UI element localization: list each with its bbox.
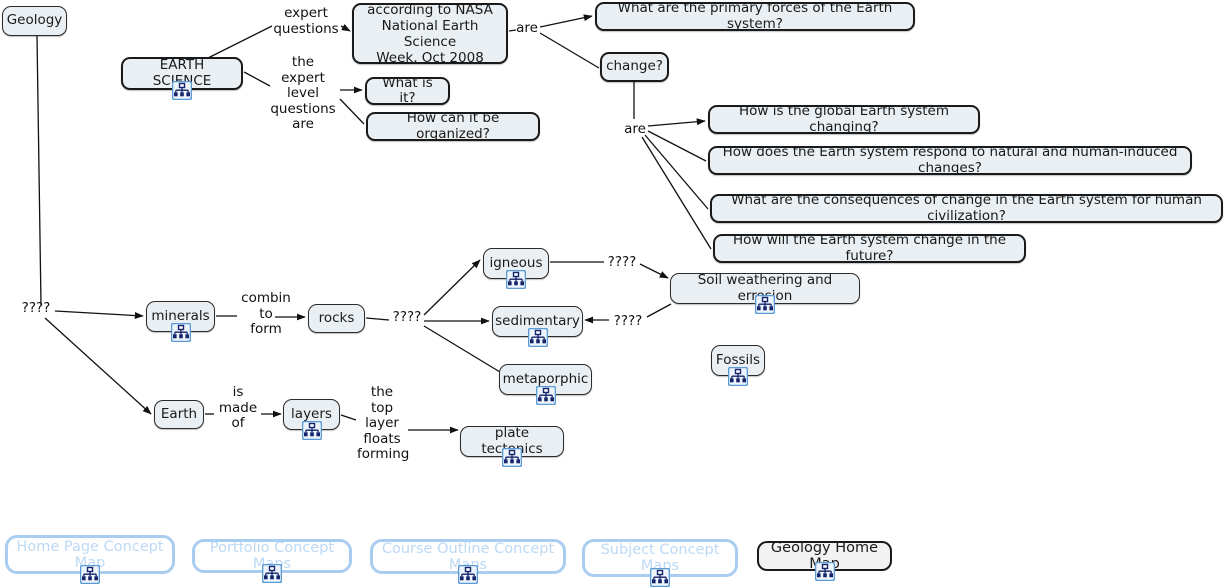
edge-label-lbl-sediment-q: ????	[613, 313, 643, 329]
edge-q-to-earth	[44, 317, 152, 415]
edge-label-lbl-ismadeof: is made of	[218, 384, 258, 431]
node-rocks[interactable]: rocks	[308, 304, 365, 333]
edge-rocks-to-q	[365, 317, 390, 321]
concept-map-icon[interactable]	[170, 322, 191, 343]
concept-map-icon[interactable]	[649, 567, 671, 588]
edge-are2-to-respond	[647, 130, 707, 162]
node-q-organized[interactable]: How can it be organized?	[366, 110, 540, 142]
edge-q-to-soil	[639, 263, 669, 279]
node-label: How does the Earth system respond to nat…	[722, 144, 1178, 176]
concept-map-icon[interactable]	[527, 327, 548, 348]
edge-es-to-expert-q	[207, 25, 273, 59]
edge-are2-to-global	[647, 118, 706, 127]
concept-map-icon[interactable]	[261, 563, 283, 584]
concept-map-icon[interactable]	[457, 564, 479, 585]
node-label: Earth	[160, 405, 198, 422]
node-earth[interactable]: Earth	[154, 400, 204, 429]
node-label: How is the global Earth system changing?	[738, 103, 950, 135]
node-q-primary[interactable]: What are the primary forces of the Earth…	[595, 0, 915, 32]
edge-are-to-primary	[539, 14, 593, 28]
concept-map-icon[interactable]	[727, 366, 749, 387]
concept-map-icon[interactable]	[505, 269, 527, 290]
edge-level-to-organized	[339, 98, 365, 125]
edge-expertq-to-nasa	[340, 23, 351, 32]
node-nasa[interactable]: according to NASA National Earth Science…	[352, 1, 508, 66]
node-geology[interactable]: Geology	[2, 6, 67, 36]
node-label: What are the consequences of change in t…	[731, 192, 1202, 224]
concept-map-icon[interactable]	[301, 420, 322, 441]
node-label: layers	[291, 405, 332, 422]
edge-are2-to-future	[641, 136, 712, 250]
node-q-whatisit[interactable]: What is it?	[365, 74, 450, 106]
node-label: metaporphic	[502, 370, 589, 387]
edge-q-to-igneous	[423, 259, 481, 316]
edge-q-to-metaporphic	[423, 325, 501, 373]
node-label: according to NASA National Earth Science…	[367, 1, 493, 66]
node-layers[interactable]: layers	[283, 399, 340, 430]
node-label: What is it?	[382, 74, 433, 106]
concept-map-icon[interactable]	[171, 80, 193, 101]
edge-label-lbl-rocks-q: ????	[392, 309, 422, 325]
edge-label-lbl-are-nasa: are	[516, 20, 538, 36]
node-label: EARTH SCIENCE	[152, 57, 212, 89]
node-label: rocks	[318, 309, 355, 326]
edge-label-lbl-combine: combin to form	[241, 290, 291, 337]
edge-label-lbl-igneous-q: ????	[607, 254, 637, 270]
node-q-global[interactable]: How is the global Earth system changing?	[708, 103, 980, 135]
edge-label-lbl-expert-level: the expert level questions are	[270, 54, 336, 132]
node-metaporphic[interactable]: metaporphic	[499, 364, 592, 395]
edge-layers-to-top	[340, 414, 357, 421]
node-label: minerals	[151, 307, 210, 324]
edge-are2-to-conseq	[644, 134, 709, 210]
node-label: How will the Earth system change in the …	[732, 232, 1007, 264]
edge-label-lbl-topfloats: the top layer floats forming	[357, 384, 410, 462]
edge-soil-to-q	[646, 303, 672, 318]
concept-map-icon[interactable]	[814, 561, 835, 582]
node-label: igneous	[489, 254, 543, 271]
edge-label-lbl-expert-questions: expert questions	[273, 5, 339, 37]
node-label: What are the primary forces of the Earth…	[617, 0, 893, 32]
concept-map-icon[interactable]	[501, 447, 523, 468]
concept-map-icon[interactable]	[754, 294, 776, 315]
edge-label-lbl-geology-q: ????	[21, 300, 51, 316]
edge-are-to-change	[539, 32, 600, 69]
concept-map-icon[interactable]	[79, 564, 101, 585]
node-q-respond[interactable]: How does the Earth system respond to nat…	[708, 144, 1192, 176]
node-label: change?	[606, 58, 663, 75]
node-igneous[interactable]: igneous	[483, 248, 549, 279]
node-label: sedimentary	[495, 312, 580, 329]
node-label: Geology	[6, 12, 63, 29]
edge-label-lbl-are-change: are	[624, 121, 646, 137]
edge-geology-to-q	[36, 35, 42, 306]
concept-map-icon[interactable]	[535, 385, 556, 406]
node-q-future[interactable]: How will the Earth system change in the …	[713, 232, 1026, 264]
node-change[interactable]: change?	[600, 52, 669, 82]
edge-es-to-expertlevel	[243, 71, 271, 87]
node-q-consequence[interactable]: What are the consequences of change in t…	[710, 192, 1223, 224]
edge-q-to-minerals	[54, 310, 144, 320]
node-label: How can it be organized?	[406, 110, 500, 142]
node-label: Fossils	[715, 351, 761, 368]
